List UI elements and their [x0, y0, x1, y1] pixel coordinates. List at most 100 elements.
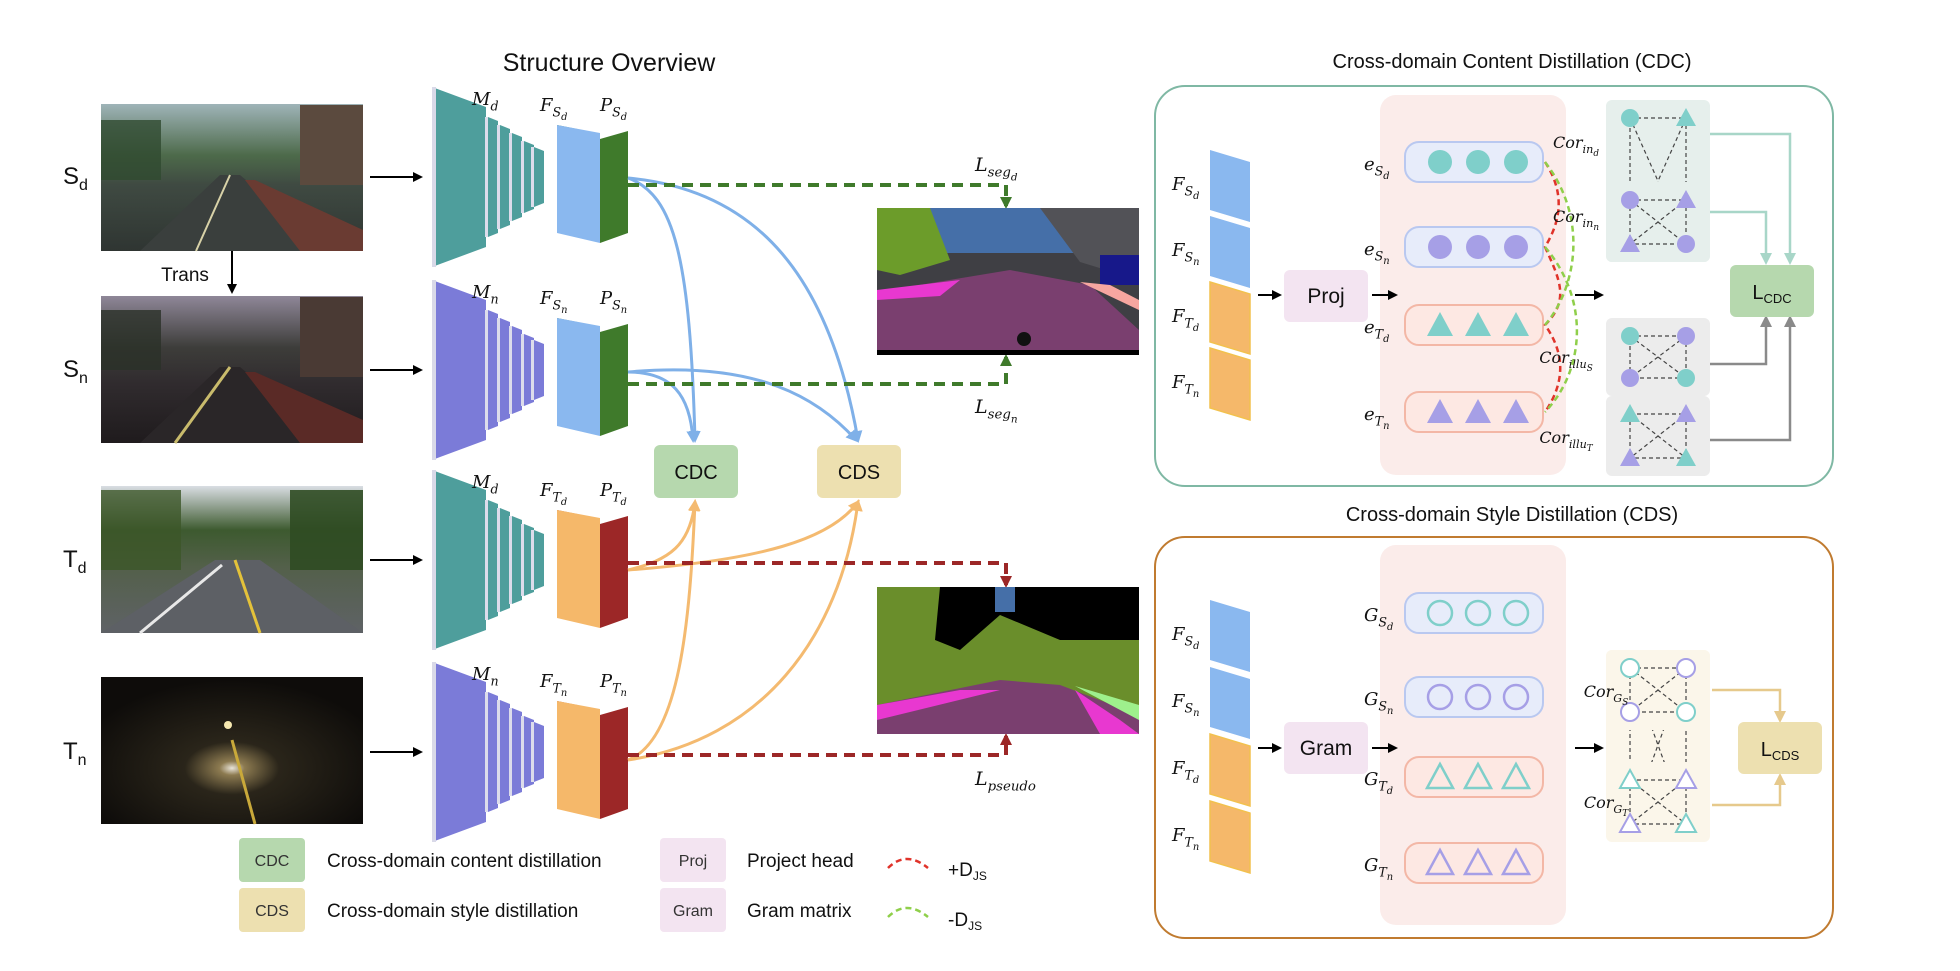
- segmentation-output-target: [877, 587, 1139, 734]
- embedding-circle: [1502, 683, 1530, 711]
- panel-feature-map: [1210, 667, 1250, 739]
- embedding-circle: [1428, 235, 1452, 259]
- correlation-node: [1676, 702, 1696, 722]
- encoder-label: Md: [471, 89, 499, 113]
- correlation-node: [1620, 658, 1640, 678]
- prediction-label: PTn: [599, 671, 627, 699]
- encoder-block: Mn: [432, 662, 544, 842]
- embedding-label: eTd: [1364, 317, 1389, 345]
- correlation-node: [1676, 108, 1696, 126]
- correlation-node: [1676, 448, 1696, 466]
- input-image-sd: [101, 104, 363, 252]
- divergence-curve-negative: [1544, 161, 1579, 413]
- embedding-circle: [1466, 235, 1490, 259]
- embedding-triangle: [1424, 761, 1456, 790]
- structure-overview-title: Structure Overview: [503, 49, 717, 77]
- gram-matrix-label: GSd: [1364, 605, 1393, 633]
- legend-swatch: [660, 888, 726, 932]
- loss-cdc-label: LCDC: [1752, 282, 1791, 306]
- correlation-node: [1677, 327, 1695, 345]
- feature-label: FTd: [539, 480, 567, 508]
- panel-feature-label: FSn: [1171, 240, 1200, 268]
- loss-label-seg-n: Lsegn: [974, 396, 1018, 426]
- source-flow-arrows: [627, 176, 863, 443]
- correlation-node: [1676, 658, 1696, 678]
- correlation-node: [1676, 190, 1696, 208]
- panel-feature-label: FSd: [1171, 624, 1199, 652]
- panel-feature-label: FSn: [1171, 691, 1200, 719]
- feature-label: FTn: [539, 671, 567, 699]
- correlation-node: [1620, 702, 1640, 722]
- encoder-label: Md: [471, 472, 499, 496]
- prediction-label: PTd: [599, 480, 627, 508]
- legend-tag: CDC: [255, 853, 290, 870]
- correlation-label: CorilluS: [1539, 348, 1593, 374]
- input-label: Td: [63, 546, 87, 577]
- correlation-label: CorGS: [1584, 682, 1629, 708]
- embedding-triangle: [1462, 761, 1494, 790]
- gram-matrix-label: GSn: [1364, 689, 1393, 717]
- target-flow-arrows: [627, 499, 863, 762]
- panel-feature-label: FTn: [1171, 825, 1199, 853]
- legend-dashed-curve: [887, 857, 929, 869]
- correlation-label: CorilluT: [1539, 428, 1593, 454]
- correlation-node: [1620, 448, 1640, 466]
- embedding-circle: [1426, 599, 1454, 627]
- gram-matrix-label: GTd: [1364, 769, 1393, 797]
- cds-box: [817, 445, 901, 498]
- feature-label: FSn: [539, 288, 568, 316]
- panel-feature-label: FSd: [1171, 174, 1199, 202]
- embedding-circle: [1464, 683, 1492, 711]
- legend-text: Project head: [747, 851, 854, 872]
- embedding-pill: [1404, 592, 1544, 634]
- correlation-node: [1620, 404, 1640, 422]
- encoder-block: Md: [432, 87, 544, 267]
- segmentation-output-source: [877, 208, 1139, 355]
- legend-text: Cross-domain content distillation: [327, 851, 602, 872]
- embedding-triangle: [1500, 847, 1532, 876]
- cds-gram-area: [1380, 545, 1566, 925]
- cdc-panel-frame: [1154, 85, 1834, 487]
- feature-prediction-pair: FTd PTd: [539, 480, 628, 628]
- input-label: Sn: [63, 356, 88, 387]
- embedding-circle: [1466, 150, 1490, 174]
- embedding-circle: [1504, 150, 1528, 174]
- cds-panel-title: Cross-domain Style Distillation (CDS): [1346, 504, 1678, 526]
- right-panels: FSdFSnFTdFTnProjeSdeSneTdeTnCorindCorinn…: [1171, 100, 1822, 884]
- embedding-triangle: [1424, 847, 1456, 876]
- cds-panel-content: FSdFSnFTdFTnGramGSdGSnGTdGTnCorGSCorGTLC…: [1171, 592, 1822, 884]
- divergence-curve-positive: [1543, 161, 1562, 413]
- legend-dashed-curve: [887, 906, 929, 918]
- cds-panel-frame: [1154, 536, 1834, 939]
- correlation-node: [1621, 191, 1639, 209]
- input-image-sn: [101, 296, 363, 444]
- input-arrows: [370, 172, 423, 757]
- loss-dashed-arrows: [628, 183, 1012, 757]
- panel-feature-map: [1210, 150, 1250, 222]
- correlation-node: [1677, 235, 1695, 253]
- embedding-circle: [1426, 683, 1454, 711]
- legend-item: -DJS: [887, 906, 982, 933]
- panel-feature-label: FTd: [1171, 758, 1199, 786]
- gram-matrix-label: GTn: [1364, 855, 1393, 883]
- correlation-node: [1621, 369, 1639, 387]
- legend-item: CDC Cross-domain content distillation: [239, 838, 602, 882]
- embedding-label: eSn: [1364, 239, 1390, 267]
- input-image-tn: [101, 677, 363, 825]
- feature-map: [557, 510, 600, 628]
- embedding-circle: [1502, 599, 1530, 627]
- feature-prediction-pair: FTn PTn: [539, 671, 628, 819]
- cdc-panel-content: FSdFSnFTdFTnProjeSdeSneTdeTnCorindCorinn…: [1171, 100, 1814, 476]
- encoder-block: Mn: [432, 280, 544, 460]
- feature-map: [557, 318, 600, 436]
- feature-map: [557, 125, 600, 243]
- cdc-embedding-area: [1380, 95, 1566, 475]
